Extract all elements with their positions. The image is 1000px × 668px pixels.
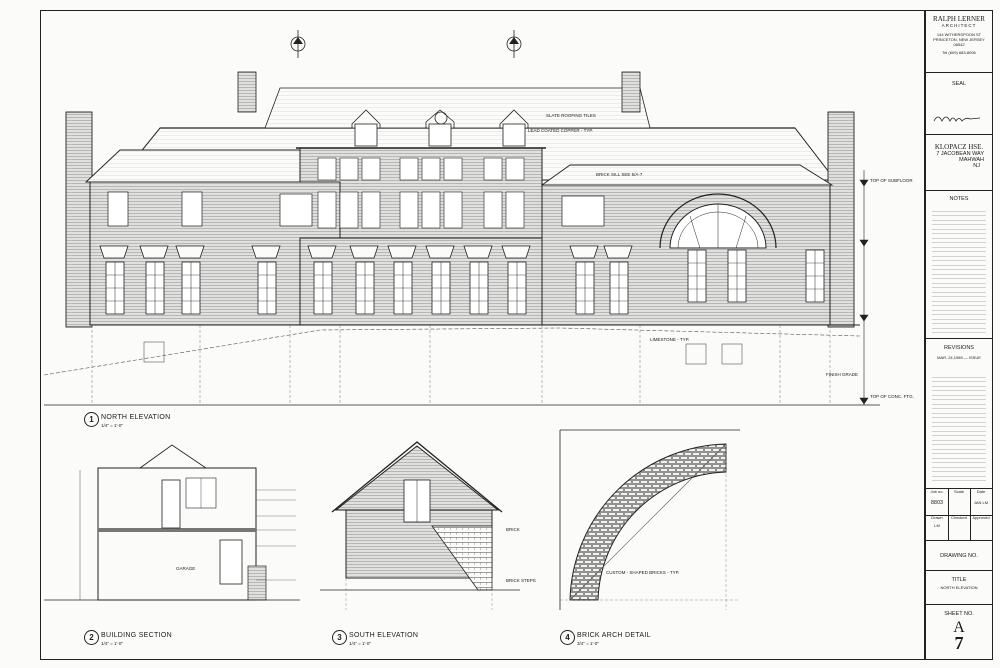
sheet-no-block: SHEET NO. A 7 <box>926 605 992 659</box>
view-title-north: NORTH ELEVATION <box>101 414 171 421</box>
firm-block: RALPH LERNER ARCHITECT 144 WITHERSPOON S… <box>926 11 992 73</box>
note-slate: SLATE ROOFING TILES <box>546 113 596 118</box>
drawing-no-label: DRAWING NO. <box>940 553 978 559</box>
notes-lines <box>932 207 986 333</box>
view-scale-north: 1/4" = 1'-0" <box>101 423 123 428</box>
building-section <box>44 444 300 601</box>
firm-address: 144 WITHERSPOON ST PRINCETON, NEW JERSEY… <box>933 32 985 47</box>
revisions-label: REVISIONS <box>944 345 974 351</box>
seal-block: SEAL <box>926 73 992 135</box>
notes-label: NOTES <box>949 196 969 202</box>
revisions-block: REVISIONS MAR. 24,1989 — ISSUE <box>926 339 992 489</box>
sheet-letter: A <box>953 619 965 636</box>
job-value: 8803 <box>930 500 944 506</box>
checked-label: Checked <box>951 515 967 520</box>
note-limestone: LIMESTONE - TYP. <box>650 337 690 342</box>
title-label: TITLE <box>951 577 967 583</box>
seal-label: SEAL <box>951 81 967 87</box>
notes-block: NOTES <box>926 191 992 339</box>
view-scale-arch: 3/4" = 1'-0" <box>577 641 599 646</box>
firm-phone: Tel (609) 683-8006 <box>942 50 976 55</box>
view-number-south: 3 <box>332 630 347 645</box>
view-title-arch: BRICK ARCH DETAIL <box>577 632 651 639</box>
brick-arch-detail <box>559 429 740 610</box>
revision-entry: MAR. 24,1989 — ISSUE <box>937 355 981 360</box>
title-block: RALPH LERNER ARCHITECT 144 WITHERSPOON S… <box>925 10 993 660</box>
firm-sub: ARCHITECT <box>941 23 977 28</box>
note-custom-bricks: CUSTOM - SHAPED BRICKS - TYP. <box>606 570 680 575</box>
view-title-section: BUILDING SECTION <box>101 632 172 639</box>
job-label: Job no. <box>930 489 944 494</box>
scale-label: Scale <box>953 489 964 494</box>
date-value: JAN LM <box>973 500 989 505</box>
project-addr3: NJ <box>973 163 980 169</box>
note-garage: GARAGE <box>176 566 196 571</box>
note-lead-copper: LEAD COATED COPPER - TYP. <box>528 128 594 133</box>
drawn-value: LM <box>934 523 940 528</box>
drawing-no-block: DRAWING NO. <box>926 541 992 571</box>
view-number-north: 1 <box>84 412 99 427</box>
note-brick-sill: BRICK SILL SEE 5/A-7 <box>596 172 643 177</box>
note-top-subfloor: TOP OF SUBFLOOR <box>870 178 913 183</box>
view-title-south: SOUTH ELEVATION <box>349 632 419 639</box>
signature-icon <box>933 116 981 122</box>
project-name: KLOPACZ HSE. <box>934 143 984 151</box>
sheet-border <box>40 10 925 660</box>
sheet-number: 7 <box>954 633 964 653</box>
note-finish-grade: FINISH GRADE <box>826 372 859 377</box>
view-scale-south: 1/4" = 1'-0" <box>349 641 371 646</box>
note-brick: BRICK <box>506 527 520 532</box>
date-label: Date <box>976 489 986 494</box>
sheet-no-label: SHEET NO. <box>944 611 974 617</box>
south-elevation <box>320 441 520 610</box>
view-number-arch: 4 <box>560 630 575 645</box>
title-cell: TITLE NORTH ELEVATION <box>926 571 992 605</box>
drawn-label: Drawn <box>931 515 943 520</box>
firm-name: RALPH LERNER <box>933 15 985 23</box>
project-addr1: 7 JACOBEAN WAY <box>936 151 984 157</box>
north-elevation <box>43 30 880 406</box>
view-scale-section: 1/4" = 1'-0" <box>101 641 123 646</box>
revision-lines <box>932 373 986 481</box>
approved-label: Approved <box>972 515 990 520</box>
note-brick-steps: BRICK STEPS <box>506 578 536 583</box>
job-info-block: Job no. 8803 Scale Date JAN LM Drawn LM … <box>926 489 992 541</box>
note-top-conc: TOP OF CONC. FTG. <box>870 394 914 399</box>
project-block: KLOPACZ HSE. 7 JACOBEAN WAY MAHWAH NJ <box>926 135 992 191</box>
project-addr2: MAHWAH <box>959 157 984 163</box>
view-number-section: 2 <box>84 630 99 645</box>
title-value: NORTH ELEVATION <box>940 585 978 590</box>
